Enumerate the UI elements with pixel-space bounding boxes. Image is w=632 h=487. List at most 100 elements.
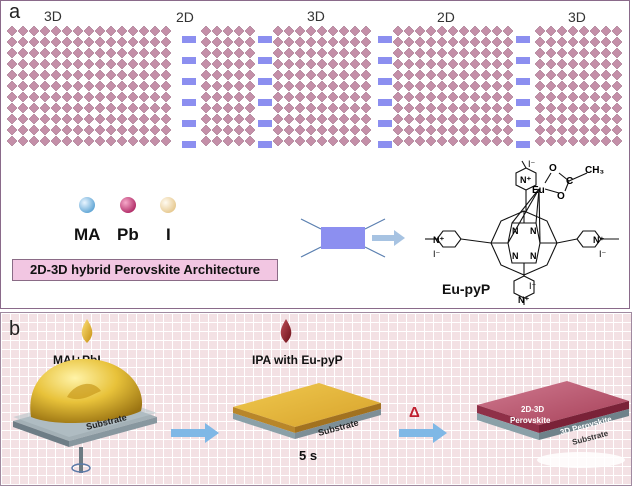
octahedron xyxy=(72,80,84,92)
coated-film-stage: Substrate xyxy=(233,383,381,439)
octahedron xyxy=(6,135,18,147)
octahedron xyxy=(50,58,62,70)
octahedron xyxy=(61,58,73,70)
octahedron xyxy=(600,58,612,70)
octahedron xyxy=(338,80,350,92)
octahedron xyxy=(94,135,106,147)
chem-label-eu: Eu xyxy=(532,185,545,196)
octahedron xyxy=(72,25,84,37)
perovskite-lattice xyxy=(6,25,623,148)
octahedron xyxy=(480,58,492,70)
spacer-cation xyxy=(258,36,272,43)
dimension-label-2d-2: 2D xyxy=(437,9,455,25)
octahedron xyxy=(436,25,448,37)
octahedron xyxy=(72,135,84,147)
octahedron xyxy=(567,36,579,48)
octahedron xyxy=(611,113,623,125)
octahedron xyxy=(105,124,117,136)
octahedron xyxy=(83,58,95,70)
octahedron xyxy=(611,102,623,114)
octahedron xyxy=(39,102,51,114)
octahedron xyxy=(283,36,295,48)
eu-pyp-droplet-icon xyxy=(280,319,292,343)
octahedron xyxy=(578,69,590,81)
octahedron xyxy=(414,113,426,125)
octahedron xyxy=(436,91,448,103)
spacer-cation xyxy=(516,57,530,64)
octahedron xyxy=(149,69,161,81)
octahedron xyxy=(567,58,579,70)
octahedron xyxy=(50,80,62,92)
octahedron xyxy=(316,80,328,92)
time-label: 5 s xyxy=(299,448,317,463)
octahedron xyxy=(138,80,150,92)
octahedron xyxy=(61,69,73,81)
octahedron xyxy=(200,113,212,125)
octahedron xyxy=(17,47,29,59)
octahedron xyxy=(28,113,40,125)
octahedron xyxy=(589,25,601,37)
octahedron xyxy=(28,36,40,48)
octahedron xyxy=(349,25,361,37)
octahedron xyxy=(392,25,404,37)
octahedron xyxy=(222,47,234,59)
octahedron xyxy=(50,69,62,81)
octahedron xyxy=(83,135,95,147)
octahedron xyxy=(327,91,339,103)
panel-a: a 3D 2D 3D 2D 3D MA Pb I 2D-3D hybrid Pe… xyxy=(0,0,630,309)
octahedron xyxy=(222,80,234,92)
legend-label-ma: MA xyxy=(74,225,101,244)
octahedron xyxy=(127,69,139,81)
octahedron xyxy=(349,47,361,59)
octahedron xyxy=(425,58,437,70)
chem-label-n-plus-right: N⁺ xyxy=(593,235,604,245)
octahedron xyxy=(447,135,459,147)
octahedron xyxy=(502,36,514,48)
octahedron xyxy=(28,80,40,92)
octahedron xyxy=(436,58,448,70)
octahedron xyxy=(458,124,470,136)
octahedron xyxy=(338,135,350,147)
octahedron xyxy=(244,25,256,37)
octahedron xyxy=(480,47,492,59)
octahedron xyxy=(447,102,459,114)
octahedron xyxy=(447,69,459,81)
octahedron xyxy=(458,135,470,147)
octahedron xyxy=(83,113,95,125)
octahedron xyxy=(233,36,245,48)
octahedron xyxy=(244,58,256,70)
octahedron xyxy=(233,69,245,81)
chem-label-iodide-left: I⁻ xyxy=(433,249,441,259)
octahedron xyxy=(127,25,139,37)
octahedron xyxy=(491,58,503,70)
octahedron xyxy=(491,47,503,59)
octahedron xyxy=(160,91,172,103)
chem-label-oxygen-1: O xyxy=(549,163,557,174)
octahedron xyxy=(567,91,579,103)
octahedron xyxy=(480,36,492,48)
octahedron xyxy=(116,135,128,147)
octahedron xyxy=(567,113,579,125)
octahedron xyxy=(611,124,623,136)
octahedron xyxy=(447,25,459,37)
octahedron xyxy=(392,113,404,125)
octahedron xyxy=(211,91,223,103)
octahedron xyxy=(611,25,623,37)
octahedron xyxy=(436,36,448,48)
octahedron xyxy=(200,47,212,59)
octahedron xyxy=(458,102,470,114)
octahedron xyxy=(83,25,95,37)
octahedron xyxy=(392,124,404,136)
octahedron xyxy=(491,124,503,136)
octahedron xyxy=(469,69,481,81)
octahedron xyxy=(294,47,306,59)
octahedron xyxy=(589,47,601,59)
octahedron xyxy=(556,113,568,125)
octahedron xyxy=(160,113,172,125)
octahedron xyxy=(502,58,514,70)
octahedron xyxy=(414,135,426,147)
chem-label-n-4: N xyxy=(530,251,537,261)
octahedron xyxy=(72,124,84,136)
octahedron xyxy=(600,102,612,114)
